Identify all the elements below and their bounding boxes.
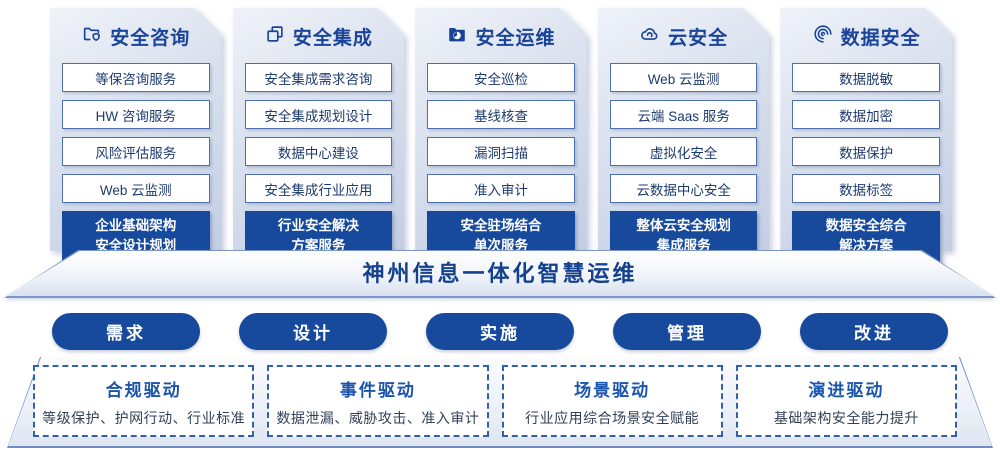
service-cards-row: 安全咨询 等保咨询服务 HW 咨询服务 风险评估服务 Web 云监测 企业基础架… bbox=[50, 8, 952, 263]
card-header: 云安全 bbox=[610, 23, 758, 49]
platform-banner: 神州信息一体化智慧运维 bbox=[0, 250, 1000, 298]
driver-incident: 事件驱动 数据泄漏、威胁攻击、准入审计 bbox=[267, 365, 489, 437]
footer-line: 企业基础架构 bbox=[95, 218, 177, 233]
service-item: 数据脱敏 bbox=[792, 63, 940, 92]
card-background bbox=[598, 8, 770, 251]
card-security-consulting: 安全咨询 等保咨询服务 HW 咨询服务 风险评估服务 Web 云监测 企业基础架… bbox=[50, 8, 222, 263]
driver-title: 场景驱动 bbox=[574, 381, 651, 400]
card-background bbox=[233, 8, 405, 251]
footer-line: 行业安全解决 bbox=[277, 218, 359, 233]
card-background bbox=[50, 8, 222, 251]
pill-implementation: 实施 bbox=[426, 313, 574, 350]
driver-description: 基础架构安全能力提升 bbox=[773, 410, 919, 426]
pill-improvement: 改进 bbox=[800, 313, 948, 350]
footer-line: 解决方案 bbox=[839, 238, 894, 254]
service-item: 安全巡检 bbox=[427, 63, 575, 92]
footer-line: 方案服务 bbox=[291, 238, 346, 254]
driver-description: 数据泄漏、威胁攻击、准入审计 bbox=[276, 410, 480, 426]
footer-line: 安全驻场结合 bbox=[460, 218, 542, 233]
footer-line: 集成服务 bbox=[656, 238, 711, 254]
card-background bbox=[780, 8, 952, 251]
footer-line: 单次服务 bbox=[473, 238, 528, 254]
service-item: 安全集成行业应用 bbox=[244, 174, 393, 203]
service-item: 数据保护 bbox=[792, 137, 940, 166]
folder-gauge-icon bbox=[446, 23, 468, 50]
card-header: 安全咨询 bbox=[62, 23, 210, 49]
driver-evolution: 演进驱动 基础架构安全能力提升 bbox=[735, 365, 957, 437]
footer-line: 数据安全综合 bbox=[825, 218, 907, 233]
card-cloud-security: 云安全 Web 云监测 云端 Saas 服务 虚拟化安全 云数据中心安全 整体云… bbox=[598, 8, 770, 263]
service-item: 虚拟化安全 bbox=[609, 137, 758, 166]
service-item: 云端 Saas 服务 bbox=[609, 100, 758, 129]
service-item: 漏洞扫描 bbox=[427, 137, 575, 166]
service-item: 等保咨询服务 bbox=[62, 63, 210, 92]
pill-management: 管理 bbox=[613, 313, 761, 350]
card-title: 云安全 bbox=[668, 27, 729, 49]
service-item: 云数据中心安全 bbox=[609, 174, 758, 203]
service-item: 安全集成规划设计 bbox=[244, 100, 393, 129]
service-item: Web 云监测 bbox=[62, 174, 210, 203]
service-item: 数据中心建设 bbox=[244, 137, 393, 166]
footer-line: 安全设计规划 bbox=[95, 238, 177, 254]
driver-scenario: 场景驱动 行业应用综合场景安全赋能 bbox=[501, 365, 723, 437]
pill-requirement: 需求 bbox=[52, 313, 200, 350]
service-item: 数据标签 bbox=[792, 174, 940, 203]
card-data-security: 数据安全 数据脱敏 数据加密 数据保护 数据标签 数据安全综合 解决方案 bbox=[780, 8, 952, 263]
card-title: 安全集成 bbox=[292, 27, 373, 49]
service-item: Web 云监测 bbox=[609, 63, 758, 92]
cloud-icon bbox=[639, 23, 661, 50]
driver-title: 合规驱动 bbox=[105, 381, 182, 400]
card-header: 安全集成 bbox=[245, 23, 393, 49]
pill-design: 设计 bbox=[239, 313, 387, 350]
card-header: 数据安全 bbox=[792, 23, 940, 49]
process-pills-row: 需求 设计 实施 管理 改进 bbox=[52, 313, 948, 350]
service-item: HW 咨询服务 bbox=[62, 100, 210, 129]
card-title: 安全运维 bbox=[475, 27, 556, 49]
copy-documents-icon bbox=[264, 23, 286, 50]
driver-description: 等级保护、护网行动、行业标准 bbox=[42, 410, 246, 426]
folder-shield-icon bbox=[81, 23, 103, 50]
service-item: 数据加密 bbox=[792, 100, 940, 129]
driver-compliance: 合规驱动 等级保护、护网行动、行业标准 bbox=[33, 365, 255, 437]
card-title: 安全咨询 bbox=[110, 27, 191, 49]
banner-title: 神州信息一体化智慧运维 bbox=[362, 261, 638, 286]
service-item: 基线核查 bbox=[427, 100, 575, 129]
card-title: 数据安全 bbox=[840, 27, 921, 49]
service-item: 准入审计 bbox=[427, 174, 575, 203]
driver-title: 演进驱动 bbox=[808, 381, 885, 400]
service-item: 安全集成需求咨询 bbox=[244, 63, 393, 92]
card-header: 安全运维 bbox=[427, 23, 575, 49]
driver-title: 事件驱动 bbox=[339, 381, 416, 400]
card-security-integration: 安全集成 安全集成需求咨询 安全集成规划设计 数据中心建设 安全集成行业应用 行… bbox=[233, 8, 405, 263]
fingerprint-spiral-icon bbox=[812, 23, 834, 50]
card-security-operations: 安全运维 安全巡检 基线核查 漏洞扫描 准入审计 安全驻场结合 单次服务 bbox=[415, 8, 587, 263]
driver-description: 行业应用综合场景安全赋能 bbox=[525, 410, 700, 426]
card-background bbox=[415, 8, 587, 251]
drivers-row: 合规驱动 等级保护、护网行动、行业标准 事件驱动 数据泄漏、威胁攻击、准入审计 … bbox=[33, 365, 957, 437]
service-item: 风险评估服务 bbox=[62, 137, 210, 166]
banner-fill bbox=[5, 251, 995, 296]
footer-line: 整体云安全规划 bbox=[636, 218, 731, 233]
